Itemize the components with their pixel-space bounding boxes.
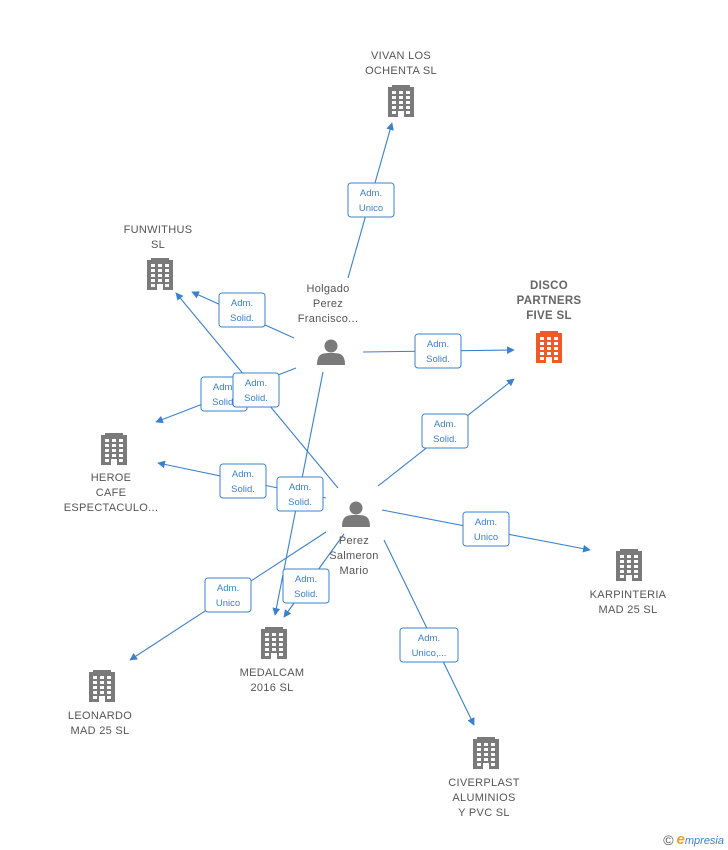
edge-role-text: Unico [359,203,383,214]
edge-role-text: Adm. [231,298,253,309]
edge-role-text: Adm. [217,583,239,594]
node-label-line: 2016 SL [250,682,293,694]
edge-label-perez-to-karpinteria[interactable]: Adm. Unico [462,511,510,547]
edge-label-box [399,627,459,663]
node-label-line: Salmeron [329,550,378,562]
edge-role-text: Adm. [232,469,254,480]
company-node-leonardo[interactable]: LEONARDO MAD 25 SL [68,670,132,737]
edge-label-holgado-to-funwithus[interactable]: Adm. Solid. [218,292,266,328]
node-label-line: PARTNERS [517,295,582,307]
node-label-line: ALUMINIOS [452,792,515,804]
edge-label-perez-to-leonardo[interactable]: Adm. Unico [204,577,252,613]
edge-role-text: Adm. [213,382,235,393]
edge-label-box [414,333,462,369]
edge-role-text: Solid. [212,397,236,408]
person-icon [342,501,370,527]
company-node-heroe[interactable]: HEROE CAFE ESPECTACULO... [64,433,158,514]
company-node-civerplast[interactable]: CIVERPLAST ALUMINIOS Y PVC SL [448,737,519,819]
building-icon [147,258,173,290]
node-label-line: FIVE SL [526,310,572,322]
edge-label-box [204,577,252,613]
edge-label-box [421,413,469,449]
building-icon [473,737,499,769]
node-label-line: Y PVC SL [458,807,510,819]
building-icon [101,433,127,465]
edge-label-box [219,463,267,499]
edge-labels-layer: Adm.UnicoAdm.Solid.Adm.Solid.Adm.Solid.A… [200,182,510,663]
edge-role-text: Adm. [427,339,449,350]
company-node-vivan[interactable]: VIVAN LOS OCHENTA SL [365,50,437,117]
edge-label-perez-to-disco[interactable]: Adm. Solid. [421,413,469,449]
edge-role-text: Solid. [230,313,254,324]
node-label-line: SL [151,239,165,251]
edge-label-holgado-to-disco[interactable]: Adm. Solid. [414,333,462,369]
company-node-medalcam[interactable]: MEDALCAM 2016 SL [240,627,305,694]
edge-role-text: Solid. [426,354,450,365]
node-label-line: KARPINTERIA [590,589,667,601]
edge-role-text: Adm. [475,517,497,528]
node-label-line: LEONARDO [68,710,132,722]
edge-role-text: Adm. [295,574,317,585]
edge-role-text: Unico,... [412,648,447,659]
node-label-line: ESPECTACULO... [64,502,158,514]
node-label-line: DISCO [530,280,568,292]
edge-role-text: Solid. [294,589,318,600]
company-node-funwithus[interactable]: FUNWITHUS SL [124,224,193,290]
node-label-line: Perez [313,298,343,310]
node-label-line: OCHENTA SL [365,65,437,77]
edge-role-text: Solid. [231,484,255,495]
building-icon [89,670,115,702]
copyright-symbol: © [663,832,674,848]
edge-label-holgado-to-vivan[interactable]: Adm. Unico [347,182,395,218]
edge-label-perez-to-funwithus[interactable]: Adm. Solid. [232,372,280,408]
edge-role-text: Adm. [418,633,440,644]
company-node-disco[interactable]: DISCO PARTNERS FIVE SL [517,280,582,363]
edge-label-box [282,568,330,604]
edge-role-text: Adm. [434,419,456,430]
brand-name: mpresia [684,835,724,847]
edge-label-box [218,292,266,328]
company-node-karpinteria[interactable]: KARPINTERIA MAD 25 SL [590,549,667,616]
node-label-line: VIVAN LOS [371,50,431,62]
edge-label-box [276,476,324,512]
edge-label-perez-to-civerplast[interactable]: Adm. Unico,... [399,627,459,663]
building-icon [616,549,642,581]
node-label-line: HEROE [91,472,132,484]
node-label-line: CAFE [96,487,127,499]
brand-logo-initial: e [676,831,685,848]
edge-role-text: Solid. [288,497,312,508]
edge-role-text: Solid. [433,434,457,445]
node-label-line: FUNWITHUS [124,224,193,236]
edge-label-box [347,182,395,218]
node-label-line: Holgado [306,283,349,295]
node-label-line: Mario [339,565,368,577]
edge-role-text: Adm. [289,482,311,493]
edge-role-text: Adm. [245,378,267,389]
edge-role-text: Unico [474,532,498,543]
node-label-line: MAD 25 SL [599,604,658,616]
node-label-line: MEDALCAM [240,667,305,679]
edge-label-perez-to-heroe[interactable]: Adm. Solid. [219,463,267,499]
person-node-holgado[interactable]: HolgadoPerezFrancisco... [298,283,358,365]
brand-watermark: ©empresia [663,831,724,848]
edge-label-box [232,372,280,408]
node-label-line: Perez [339,535,369,547]
edge-role-text: Unico [216,598,240,609]
edge-role-text: Adm. [360,188,382,199]
nodes-layer: VIVAN LOS OCHENTA SL FUNWITHUS SL HolgadoPer… [64,50,667,819]
edge-label-perez-to-medalcam[interactable]: Adm. Solid. [282,568,330,604]
building-icon [261,627,287,659]
edge-label-box [462,511,510,547]
edge-label-holgado-to-medalcam[interactable]: Adm. Solid. [276,476,324,512]
building-icon [388,85,414,117]
edge-role-text: Solid. [244,393,268,404]
node-label-line: CIVERPLAST [448,777,519,789]
node-label-line: MAD 25 SL [71,725,130,737]
node-label-line: Francisco... [298,313,358,325]
person-icon [317,339,345,365]
building-icon [536,331,562,363]
